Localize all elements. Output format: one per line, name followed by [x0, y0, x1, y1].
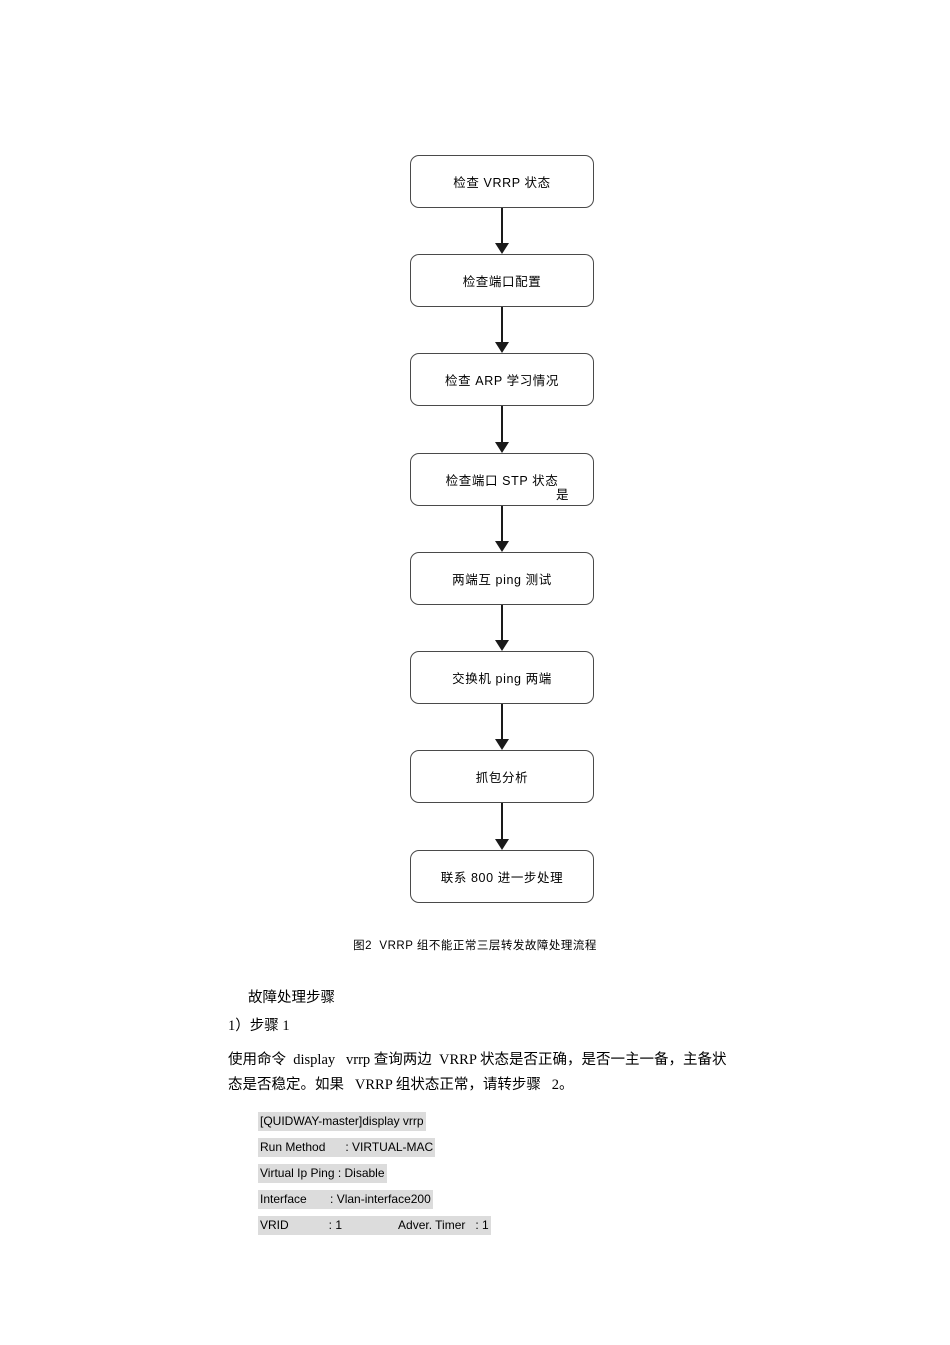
flow-node-mutual-ping-test: 两端互 ping 测试: [410, 552, 594, 605]
flow-edge-2: [501, 307, 503, 345]
flow-arrowhead-5: [495, 640, 509, 651]
flow-arrowhead-1: [495, 243, 509, 254]
flow-node-label: 检查 VRRP 状态: [453, 176, 551, 190]
step-paragraph-line-1: 使用命令 display vrrp 查询两边 VRRP 状态是否正确，是否一主一…: [228, 1052, 727, 1068]
flow-node-switch-ping-both-ends: 交换机 ping 两端: [410, 651, 594, 704]
flow-node-packet-capture-analysis: 抓包分析: [410, 750, 594, 803]
flow-node-label: 联系 800 进一步处理: [440, 871, 564, 885]
flow-edge-6: [501, 704, 503, 742]
flow-node-label: 两端互 ping 测试: [452, 573, 552, 587]
step-heading: 1）步骤 1: [228, 1018, 290, 1034]
section-heading: 故障处理步骤: [248, 990, 335, 1006]
flow-arrowhead-4: [495, 541, 509, 552]
flow-arrowhead-6: [495, 739, 509, 750]
console-output-block: [QUIDWAY-master]display vrrp Run Method …: [258, 1112, 491, 1242]
flow-node-check-port-stp-status: 检查端口 STP 状态: [410, 453, 594, 506]
flow-edge-4: [501, 506, 503, 544]
console-line: Run Method : VIRTUAL-MAC: [258, 1138, 436, 1157]
flow-node-label: 抓包分析: [475, 771, 529, 785]
flow-branch-label-yes: 是: [556, 488, 569, 502]
flow-arrowhead-7: [495, 839, 509, 850]
flow-arrowhead-3: [495, 442, 509, 453]
console-line: [QUIDWAY-master]display vrrp: [258, 1112, 426, 1131]
flow-node-label: 检查端口 STP 状态: [445, 474, 559, 488]
flow-edge-1: [501, 208, 503, 246]
console-line: Interface : Vlan-interface200: [258, 1190, 433, 1209]
flow-node-check-port-config: 检查端口配置: [410, 254, 594, 307]
flow-edge-3: [501, 406, 503, 445]
vrrp-troubleshooting-flowchart: 检查 VRRP 状态 检查端口配置 检查 ARP 学习情况 检查端口 STP 状…: [410, 155, 594, 903]
flow-arrowhead-2: [495, 342, 509, 353]
flow-node-label: 检查 ARP 学习情况: [444, 374, 560, 388]
flow-node-label: 检查端口配置: [462, 275, 542, 289]
flow-edge-5: [501, 605, 503, 643]
flow-edge-7: [501, 803, 503, 842]
flow-node-label: 交换机 ping 两端: [452, 672, 552, 686]
console-line: VRID : 1 Adver. Timer : 1: [258, 1216, 491, 1235]
console-line: Virtual Ip Ping : Disable: [258, 1164, 387, 1183]
flow-node-check-arp-learning: 检查 ARP 学习情况: [410, 353, 594, 406]
flow-node-contact-800-support: 联系 800 进一步处理: [410, 850, 594, 903]
figure-caption: 图2 VRRP 组不能正常三层转发故障处理流程: [353, 940, 597, 952]
flow-node-check-vrrp-status: 检查 VRRP 状态: [410, 155, 594, 208]
step-paragraph-line-2: 态是否稳定。如果 VRRP 组状态正常，请转步骤 2。: [228, 1077, 574, 1093]
